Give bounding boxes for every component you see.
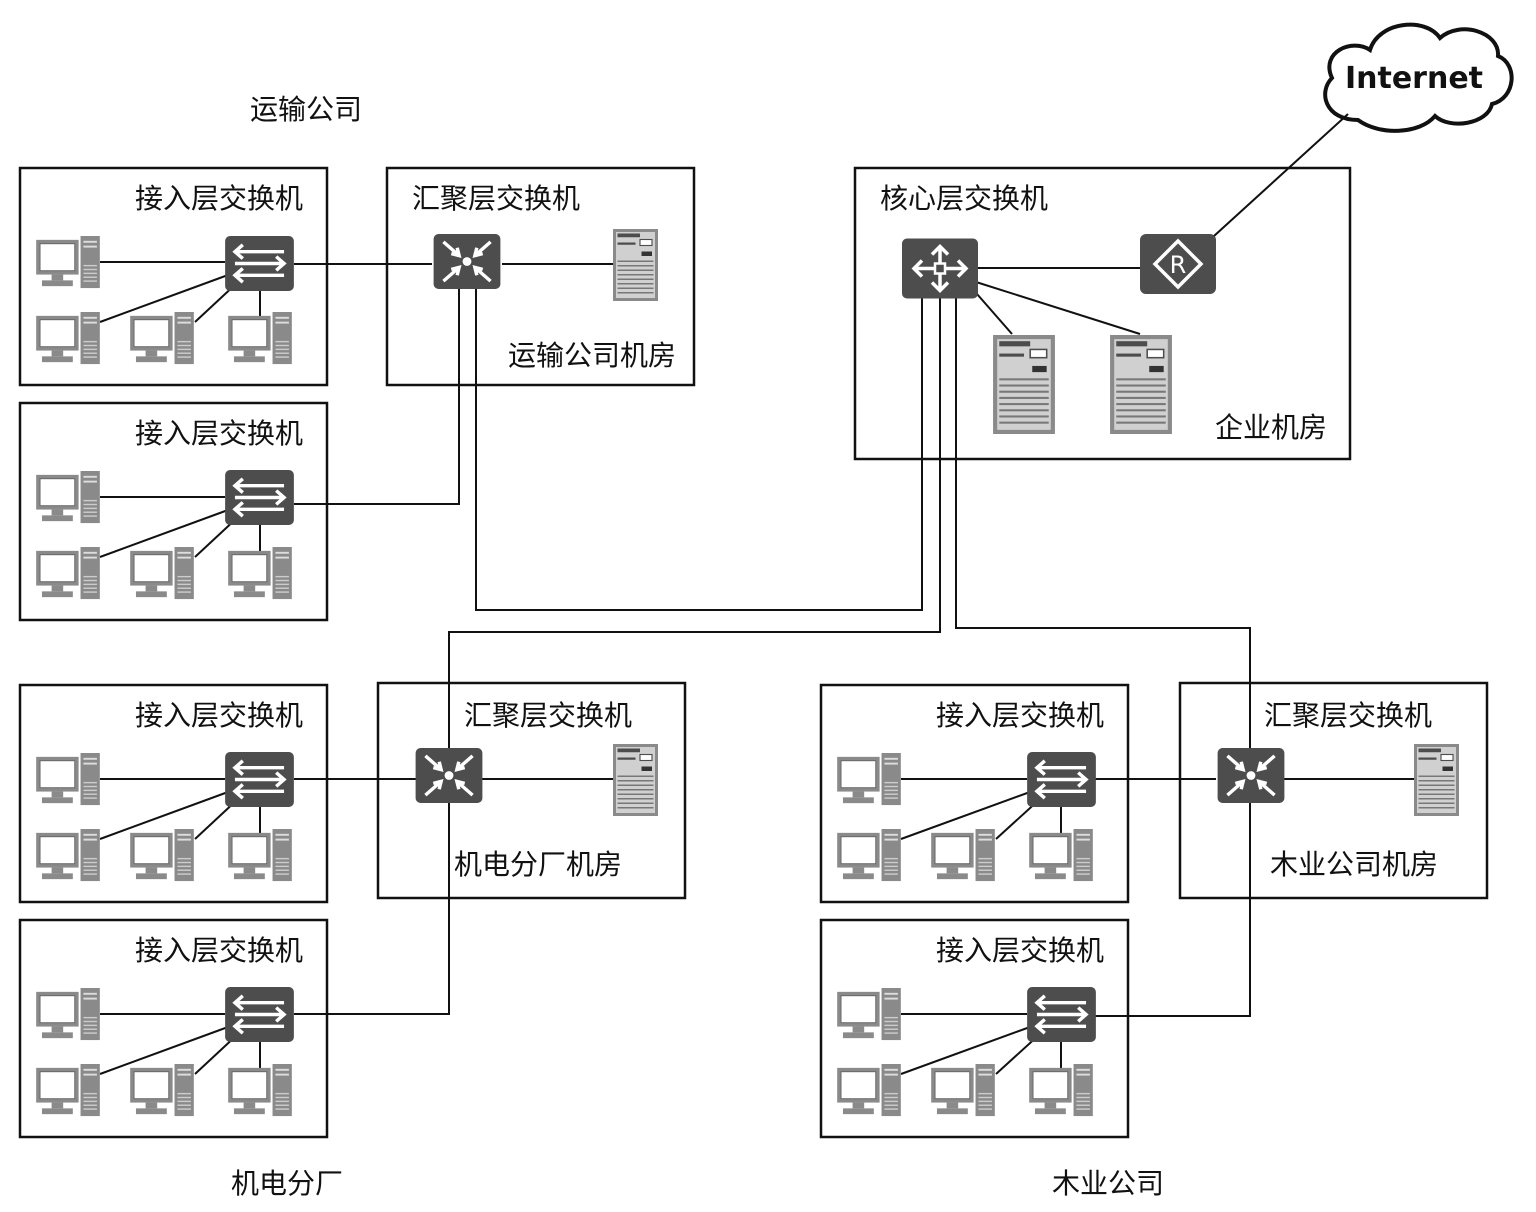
server-icon [613,744,658,816]
computer-icon [836,1064,902,1117]
computer-icon [129,829,195,882]
network-links [99,113,1414,1075]
wood-room-box [1178,681,1489,900]
computer-icon [35,988,101,1041]
computer-icon [1028,829,1094,882]
core-switch-label: 核心层交换机 [880,182,1048,215]
computer-icon [35,829,101,882]
access-switch-icon [225,752,294,807]
electro-access-box-2 [18,918,329,1139]
access-switch-icon [1027,752,1096,807]
computer-icon [35,471,101,524]
computer-icon [930,829,996,882]
computer-icon [35,312,101,365]
aggregation-switch-icon [414,748,484,803]
wood-access-box-2 [819,918,1130,1139]
access-switch-label: 接入层交换机 [135,934,303,967]
access-switch-label: 接入层交换机 [135,417,303,450]
computer-icon [35,1064,101,1117]
computer-icon [227,1064,293,1117]
computer-icon [836,829,902,882]
aggregation-switch-label: 汇聚层交换机 [464,699,632,732]
access-switch-label: 接入层交换机 [936,699,1104,732]
electro-access-box-1 [18,683,329,904]
access-switch-icon [225,987,294,1042]
transport-access-box-2 [18,401,329,622]
transport-access-box-1 [18,166,329,387]
computer-icon [227,547,293,600]
cloud-icon [1323,22,1514,133]
server-icon [1414,744,1459,816]
electro-plant-label: 机电分厂 [231,1167,343,1200]
computer-icon [930,1064,996,1117]
computer-icon [129,547,195,600]
computer-icon [35,236,101,289]
wood-access-box-1 [819,683,1130,904]
internet-label: Internet [1345,61,1483,96]
computer-icon [35,547,101,600]
computer-icon [836,988,902,1041]
computer-icon [35,753,101,806]
transport-room-box [385,166,696,387]
electro-room-box [376,681,687,900]
access-switch-label: 接入层交换机 [135,182,303,215]
router-icon [1140,234,1216,294]
access-switch-label: 接入层交换机 [135,699,303,732]
transport-room-label: 运输公司机房 [508,339,676,372]
aggregation-switch-icon [432,234,502,289]
computer-icon [227,312,293,365]
access-switch-icon [1027,987,1096,1042]
computer-icon [129,312,195,365]
aggregation-switch-label: 汇聚层交换机 [1264,699,1432,732]
computer-icon [1028,1064,1094,1117]
aggregation-switch-icon [1216,748,1286,803]
wood-company-label: 木业公司 [1052,1167,1164,1200]
server-icon [993,335,1055,434]
computer-icon [129,1064,195,1117]
access-switch-label: 接入层交换机 [936,934,1104,967]
server-icon [1110,335,1172,434]
electro-room-label: 机电分厂机房 [454,848,622,881]
computer-icon [227,829,293,882]
access-switch-icon [225,470,294,525]
enterprise-room-label: 企业机房 [1215,411,1327,444]
wood-room-label: 木业公司机房 [1270,848,1438,881]
transport-company-label: 运输公司 [250,93,362,126]
enterprise-room-box [853,166,1352,461]
server-icon [613,229,658,301]
aggregation-switch-label: 汇聚层交换机 [412,182,580,215]
access-switch-icon [225,236,294,291]
computer-icon [836,753,902,806]
core-switch-icon [902,238,978,299]
